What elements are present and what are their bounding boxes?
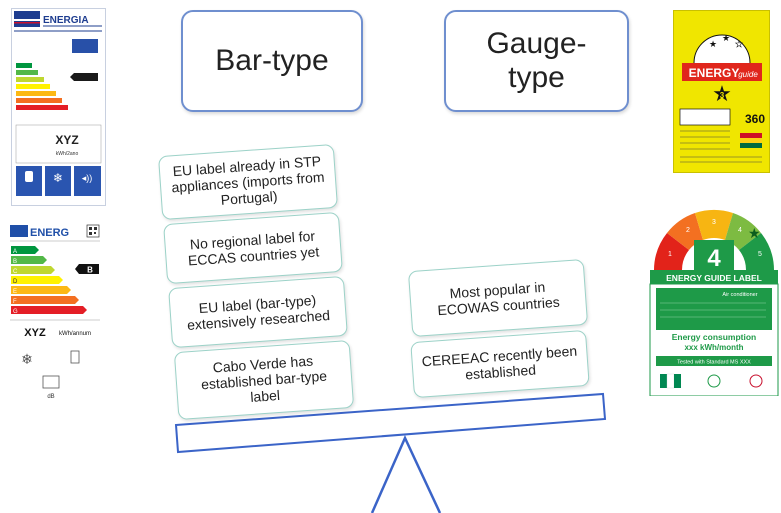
seesaw-fulcrum: [370, 434, 442, 513]
svg-text:A: A: [13, 249, 17, 255]
svg-text:C: C: [13, 269, 18, 275]
eu-value: XYZ: [24, 327, 46, 339]
ghana-value: 360: [745, 112, 765, 126]
bar-card-cabo-verde: Cabo Verde has established bar-type labe…: [173, 339, 355, 421]
nigeria-consumption-title: Energy consumption: [672, 332, 757, 342]
svg-text:3: 3: [712, 219, 716, 226]
eu-label: ENERG A B C D E F G B XYZ kWh/annum ❄ d: [9, 224, 101, 408]
cabo-verde-label: ENERGIA XYZ kWh/2ano ❄ ◂)): [11, 8, 106, 206]
cabo-verde-value: XYZ: [55, 133, 78, 147]
eu-class: B: [87, 266, 93, 275]
nigeria-consumption-value: xxx kWh/month: [684, 343, 743, 352]
svg-text:D: D: [13, 279, 18, 285]
gauge-type-header: Gauge-type: [444, 10, 629, 112]
svg-text:dB: dB: [47, 394, 54, 400]
nigeria-label: 1 2 3 4 5 ★ 4 ENERGY GUIDE LABEL Air con…: [648, 200, 780, 396]
bar-card-eu: EU label (bar-type) extensively research…: [168, 275, 348, 349]
bar-type-header: Bar-type: [181, 10, 363, 112]
nigeria-gauge-value: 4: [707, 245, 721, 272]
eu-brand: ENERG: [30, 227, 69, 239]
gauge-card-cereeac: CEREEAC recently been established: [410, 329, 590, 399]
cabo-verde-label-graphic: ENERGIA XYZ kWh/2ano ❄ ◂)): [14, 11, 102, 196]
cabo-verde-unit: kWh/2ano: [56, 151, 79, 157]
eu-label-graphic: ENERG A B C D E F G B XYZ kWh/annum ❄ d: [10, 224, 100, 400]
ghana-rating: 3: [720, 91, 725, 100]
svg-text:F: F: [13, 299, 17, 305]
svg-text:★: ★: [712, 81, 732, 106]
bar-type-title: Bar-type: [215, 44, 329, 77]
bar-card-stp: EU label already in STP appliances (impo…: [157, 143, 339, 221]
svg-text:E: E: [13, 289, 17, 295]
nigeria-footer: Tested with Standard MS XXX: [677, 360, 751, 366]
svg-text:★: ★: [748, 225, 761, 241]
svg-text:G: G: [13, 309, 18, 315]
nigeria-label-graphic: 1 2 3 4 5 ★ 4 ENERGY GUIDE LABEL Air con…: [649, 209, 779, 396]
ghana-suffix: guide: [738, 70, 758, 79]
svg-text:B: B: [13, 259, 17, 265]
ghana-label: ★ ★ ★ ENERGY guide ★ 3 360: [673, 10, 770, 173]
bar-card-eccas: No regional label for ECCAS countries ye…: [163, 211, 343, 285]
cabo-verde-brand: ENERGIA: [43, 15, 89, 26]
svg-text:5: 5: [758, 251, 762, 258]
svg-text:❄: ❄: [21, 351, 33, 367]
eu-scale: A B C D E F G: [11, 246, 87, 315]
svg-text:2: 2: [686, 227, 690, 234]
ghana-brand: ENERGY: [689, 66, 740, 80]
ghana-label-graphic: ★ ★ ★ ENERGY guide ★ 3 360: [679, 33, 765, 163]
svg-text:1: 1: [668, 251, 672, 258]
eu-unit: kWh/annum: [59, 331, 91, 337]
svg-text:4: 4: [738, 227, 742, 234]
svg-text:❄: ❄: [53, 171, 63, 185]
nigeria-appliance: Air conditioner: [722, 292, 757, 298]
svg-text:★: ★: [735, 39, 743, 49]
nigeria-title: ENERGY GUIDE LABEL: [666, 273, 762, 283]
gauge-type-title: Gauge-type: [486, 27, 587, 94]
gauge-card-ecowas: Most popular in ECOWAS countries: [407, 258, 589, 338]
svg-text:◂)): ◂)): [82, 173, 93, 183]
svg-text:★: ★: [709, 39, 717, 49]
svg-text:★: ★: [722, 33, 730, 43]
